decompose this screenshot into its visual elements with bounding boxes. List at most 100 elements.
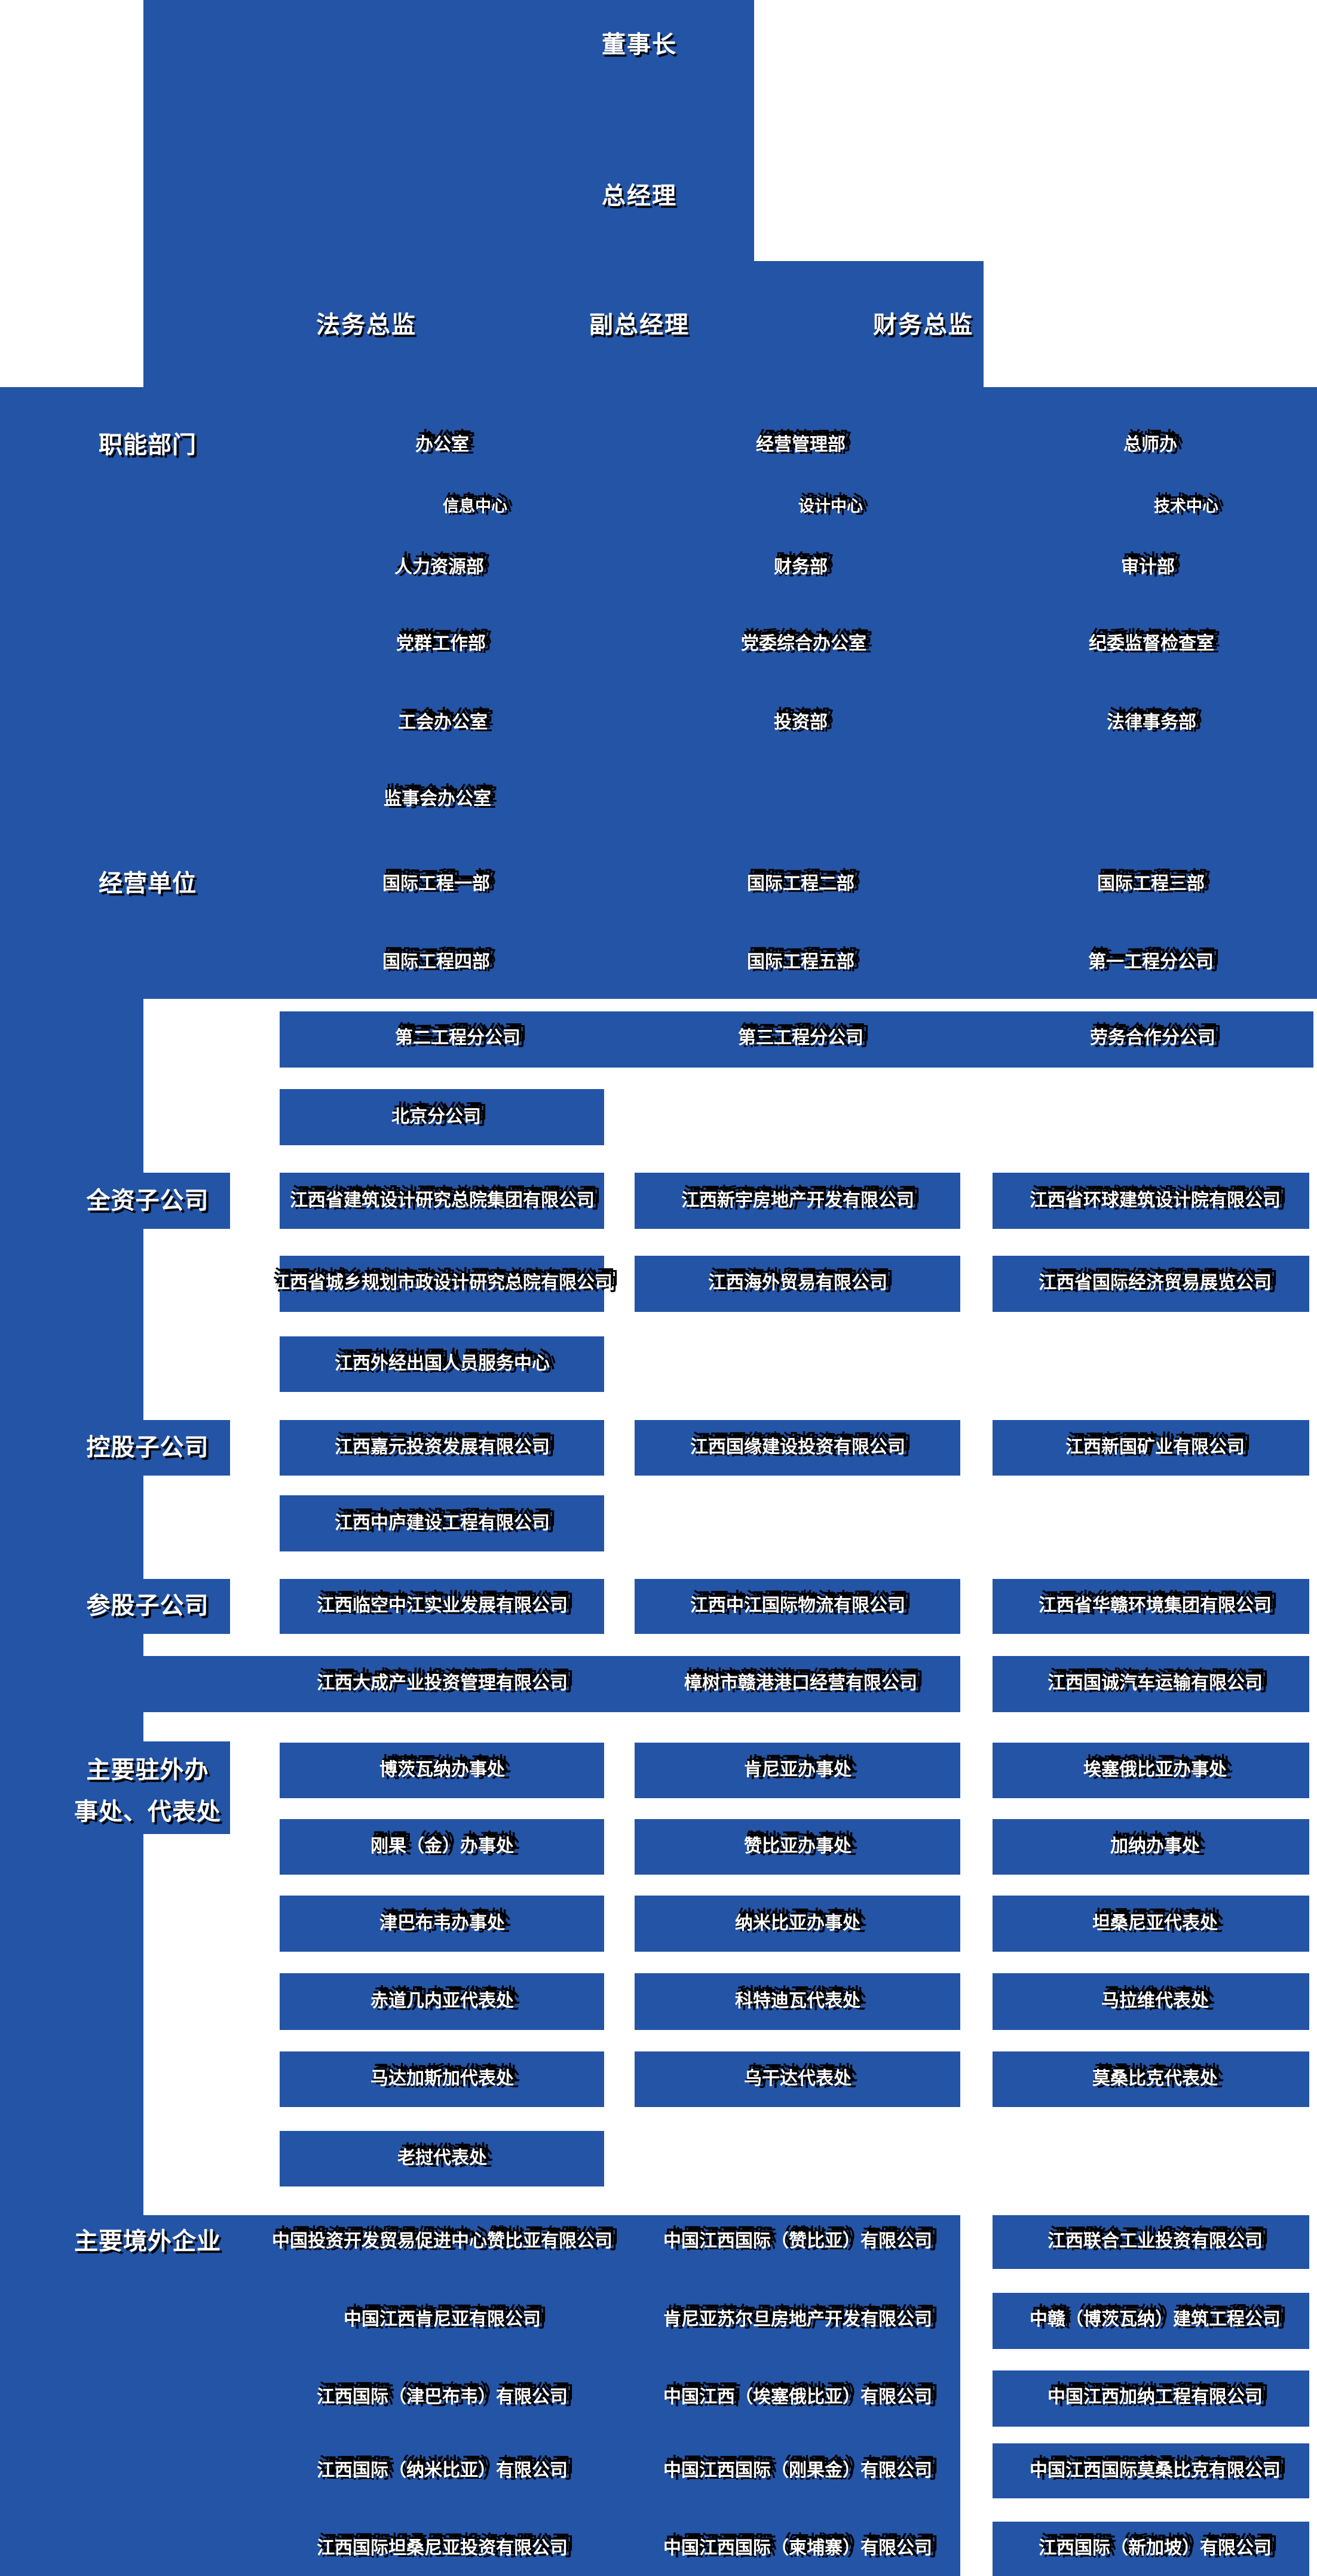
org-node-label: 纳米比亚办事处	[735, 1913, 860, 1933]
org-row-bar	[280, 1011, 1313, 1068]
org-node-label: 中国江西（埃塞俄比亚）有限公司	[663, 2387, 932, 2407]
org-node-label: 江西国际（新加坡）有限公司	[1039, 2538, 1272, 2558]
org-box	[993, 2370, 1309, 2427]
org-node-label: 江西省城乡规划市政设计研究总院有限公司	[272, 1273, 612, 1293]
org-node-label: 肯尼亚办事处	[744, 1760, 852, 1780]
org-row-bar	[0, 1656, 960, 1712]
org-box	[280, 1256, 604, 1312]
label-box-offices	[0, 1741, 230, 1834]
org-node-label: 赞比亚办事处	[744, 1836, 852, 1856]
org-box	[993, 1420, 1309, 1476]
legal-director-label: 法务总监	[316, 312, 416, 338]
org-box	[993, 1743, 1309, 1798]
executive-band-shape	[143, 261, 984, 387]
org-box	[280, 2051, 604, 2107]
org-node-label: 江西省建筑设计研究总院集团有限公司	[290, 1191, 595, 1210]
org-box	[635, 1819, 960, 1875]
main-panel-shape	[0, 387, 1317, 999]
org-node-label: 刚果（金）办事处	[370, 1836, 514, 1856]
org-node-label: 肯尼亚苏尔旦房地产开发有限公司	[663, 2310, 932, 2329]
org-node-label: 北京分公司	[391, 1107, 481, 1127]
org-node-label: 江西新国矿业有限公司	[1065, 1437, 1245, 1457]
org-node-label: 人力资源部	[394, 557, 484, 577]
org-box	[993, 1579, 1309, 1634]
org-box	[280, 1819, 604, 1875]
org-node-label: 法律事务部	[1107, 713, 1196, 732]
org-node-label: 劳务合作分公司	[1090, 1028, 1215, 1048]
org-node-label: 江西中庐建设工程有限公司	[335, 1513, 550, 1533]
org-node-label: 江西嘉元投资发展有限公司	[335, 1437, 550, 1457]
section-label-offices-line1: 主要驻外办	[86, 1757, 209, 1783]
org-node-label: 江西国际坦桑尼亚投资有限公司	[317, 2538, 568, 2558]
org-node-label: 博茨瓦纳办事处	[379, 1760, 505, 1780]
org-node-label: 江西国缘建设投资有限公司	[690, 1437, 905, 1457]
org-node-label: 工会办公室	[398, 713, 488, 732]
org-box	[635, 1420, 960, 1476]
org-node-label: 财务部	[774, 557, 828, 577]
org-node-label: 技术中心	[1154, 497, 1218, 516]
overseas-enterprises-mass-shape	[0, 2215, 960, 2576]
org-node-label: 经营管理部	[756, 435, 846, 455]
section-label-wholly-owned: 全资子公司	[86, 1188, 209, 1214]
org-node-label: 江西国际（津巴布韦）有限公司	[317, 2387, 568, 2407]
org-node-label: 马拉维代表处	[1101, 1991, 1209, 2011]
top-column-shape	[143, 0, 754, 261]
org-node-label: 国际工程四部	[382, 952, 490, 972]
org-box	[993, 2443, 1309, 2498]
org-node-label: 马达加斯加代表处	[370, 2069, 514, 2089]
org-node-label: 江西海外贸易有限公司	[708, 1273, 887, 1293]
org-node-label: 江西外经出国人员服务中心	[335, 1354, 550, 1373]
org-node-label: 莫桑比克代表处	[1092, 2069, 1218, 2089]
org-box	[993, 1973, 1309, 2030]
org-node-label: 国际工程二部	[747, 874, 854, 894]
org-box	[993, 2215, 1309, 2269]
org-node-label: 坦桑尼亚代表处	[1092, 1913, 1218, 1933]
org-node-label: 第三工程分公司	[738, 1028, 863, 1048]
org-box	[993, 1173, 1309, 1229]
org-node-label: 江西新宇房地产开发有限公司	[681, 1191, 914, 1210]
org-box	[280, 1173, 604, 1229]
org-node-label: 埃塞俄比亚办事处	[1083, 1760, 1227, 1780]
chairman-label: 董事长	[602, 32, 677, 58]
org-node-label: 中国投资开发贸易促进中心赞比亚有限公司	[272, 2231, 612, 2251]
section-label-business-units: 经营单位	[99, 870, 197, 897]
deputy-gm-label: 副总经理	[589, 312, 690, 338]
org-box	[993, 1656, 1309, 1712]
org-node-label: 赤道几内亚代表处	[370, 1991, 514, 2011]
org-node-label: 信息中心	[443, 497, 507, 516]
org-box	[280, 1420, 604, 1476]
org-box	[280, 1336, 604, 1392]
org-box	[280, 1896, 604, 1952]
org-box	[993, 2522, 1309, 2576]
org-node-label: 国际工程三部	[1097, 874, 1205, 894]
org-box	[635, 1896, 960, 1952]
org-box	[635, 2051, 960, 2107]
org-box	[280, 1973, 604, 2030]
org-box	[635, 1973, 960, 2030]
org-node-label: 中国江西肯尼亚有限公司	[344, 2310, 541, 2329]
org-node-label: 中国江西国际（刚果金）有限公司	[663, 2461, 932, 2480]
org-node-label: 江西中江国际物流有限公司	[690, 1596, 905, 1615]
label-box-equity	[0, 1579, 230, 1634]
org-box	[993, 1819, 1309, 1875]
org-node-label: 中国江西国际（赞比亚）有限公司	[663, 2231, 932, 2251]
org-node-label: 江西联合工业投资有限公司	[1048, 2231, 1263, 2251]
org-node-label: 设计中心	[798, 497, 863, 516]
org-box	[635, 1256, 960, 1312]
org-box	[993, 2051, 1309, 2107]
org-node-label: 江西国际（纳米比亚）有限公司	[317, 2461, 568, 2480]
section-label-equity: 参股子公司	[86, 1593, 209, 1619]
label-box-holding	[0, 1420, 230, 1476]
org-node-label: 监事会办公室	[384, 789, 491, 809]
org-node-label: 投资部	[774, 713, 828, 732]
org-box	[993, 1896, 1309, 1952]
org-box	[993, 1256, 1309, 1312]
org-node-label: 国际工程一部	[382, 874, 490, 894]
org-node-label: 党群工作部	[396, 634, 486, 654]
org-box	[280, 1089, 604, 1145]
cfo-label: 财务总监	[873, 312, 973, 338]
org-box	[280, 1579, 604, 1634]
org-node-label: 乌干达代表处	[744, 2069, 852, 2089]
org-box	[280, 1743, 604, 1798]
